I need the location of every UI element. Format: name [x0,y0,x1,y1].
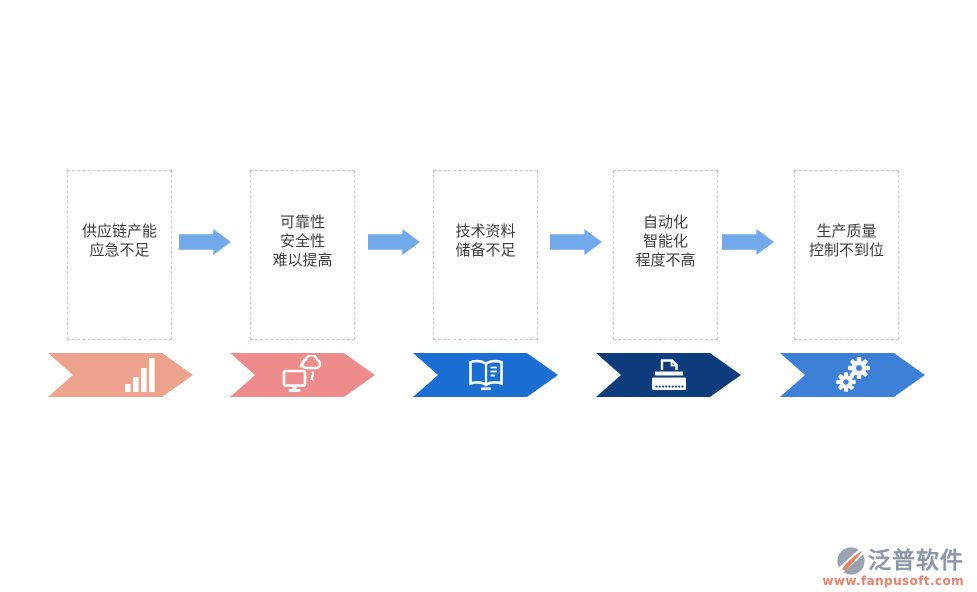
flow-box-technical-data: 技术资料 储备不足 [433,170,538,340]
fanpu-watermark: 泛普软件 www.fanpusoft.com [822,546,964,588]
flow-box-automation: 自动化 智能化 程度不高 [613,170,718,340]
bar-chart-icon [125,358,155,392]
right-arrow-icon [550,229,602,255]
brand-url: www.fanpusoft.com [822,574,964,588]
chevron-step-2 [230,353,375,397]
chevron-step-5 [780,353,925,397]
gears-icon [833,356,873,394]
flow-box-quality-control: 生产质量 控制不到位 [794,170,899,340]
chevron-step-4 [596,353,741,397]
right-arrow-icon [722,229,774,255]
right-arrow-icon [179,229,231,255]
flow-box-supply-chain: 供应链产能 应急不足 [67,170,172,340]
brand-name: 泛普软件 [868,548,964,574]
chevron-step-1 [48,353,193,397]
fanpu-logo-icon [836,546,866,576]
flow-box-reliability: 可靠性 安全性 难以提高 [250,170,355,340]
typewriter-icon [650,358,688,392]
monitor-cloud-sync-icon [282,355,324,395]
chevron-step-3 [413,353,558,397]
right-arrow-icon [368,229,420,255]
open-book-icon [465,359,507,391]
